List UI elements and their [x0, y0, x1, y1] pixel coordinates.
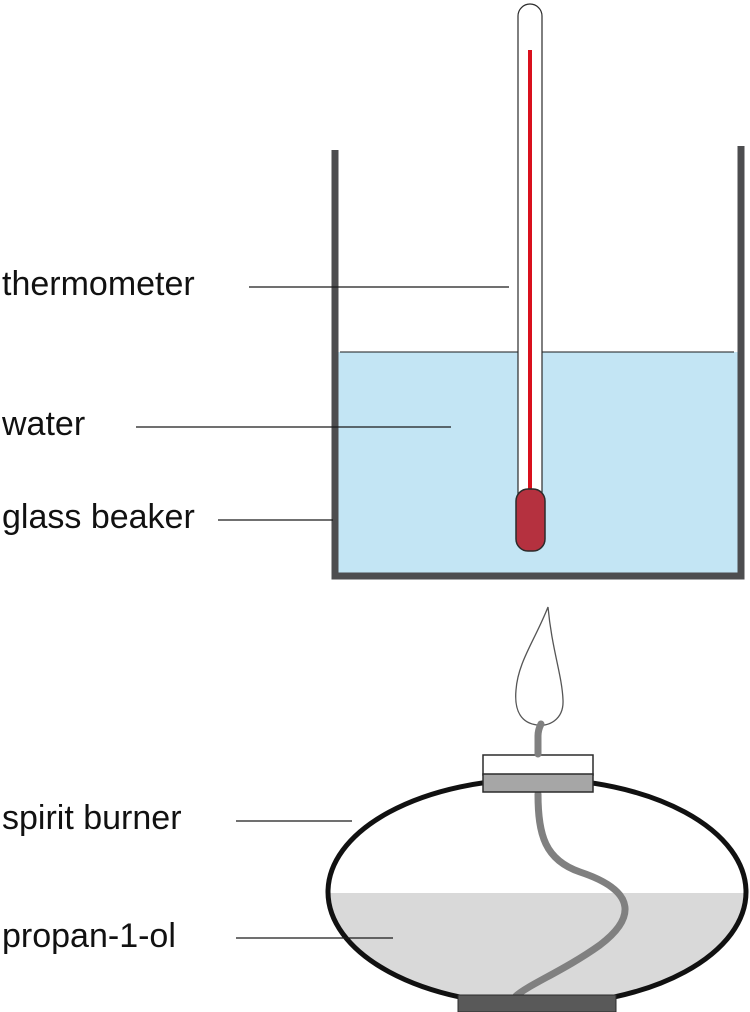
- thermometer-bulb: [515, 488, 546, 552]
- glass-beaker: [331, 146, 745, 580]
- water-label: water: [2, 405, 86, 443]
- spirit-burner-label: spirit burner: [2, 799, 182, 837]
- propan-1-ol-fuel: [328, 893, 746, 1005]
- thermometer: [515, 3, 546, 552]
- flame: [515, 606, 564, 726]
- glass-beaker-label: glass beaker: [2, 498, 195, 536]
- wick-holder-cap: [482, 754, 594, 776]
- wick: [512, 790, 629, 1000]
- burner-base: [457, 994, 617, 1012]
- propan-1-ol-label: propan-1-ol: [2, 917, 176, 955]
- wick-top: [534, 720, 545, 758]
- wick-holder-collar: [482, 773, 594, 793]
- thermometer-label: thermometer: [2, 265, 195, 303]
